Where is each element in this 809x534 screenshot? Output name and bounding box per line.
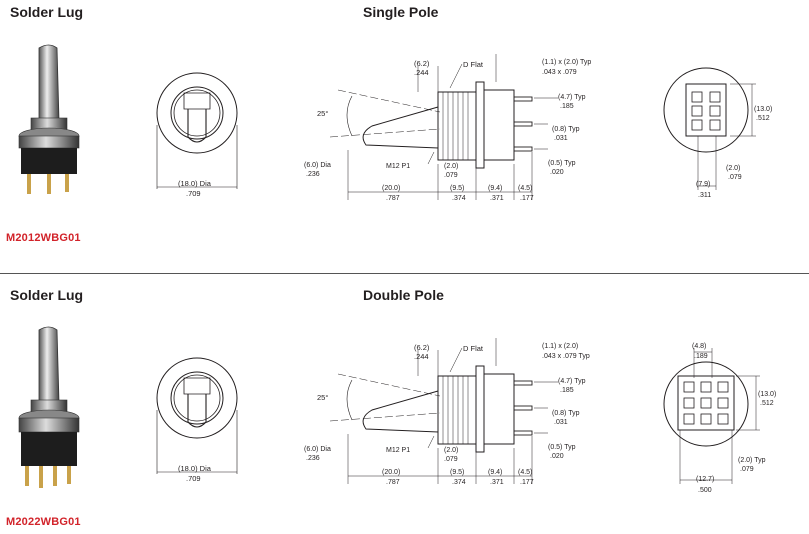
side-len200: (20.0) xyxy=(382,185,400,192)
rear-view-single-pole: (13.0) .512 (2.0) .079 (7.9) .311 xyxy=(663,67,772,199)
rear-w127-mm: (12.7) xyxy=(696,476,714,483)
side-d62: (6.2) xyxy=(414,343,430,352)
rear-top48-mm: (4.8) xyxy=(692,343,706,350)
side-len371: .371 xyxy=(490,479,504,486)
rear-h13-in: .512 xyxy=(756,115,770,122)
side-len45: (4.5) xyxy=(518,469,532,476)
section-2-label: Solder Lug xyxy=(10,287,84,303)
side-bushing-dia-mm: (6.0) Dia xyxy=(304,446,331,453)
side-len371: .371 xyxy=(490,195,504,202)
side-t020: .020 xyxy=(550,453,564,460)
side-term-in: .043 x .079 xyxy=(542,69,577,76)
rear-w79-in: .311 xyxy=(698,192,711,199)
rear-top48-in: .189 xyxy=(694,353,708,360)
rear-w20-in: .079 xyxy=(728,174,742,181)
section-1-title: Single Pole xyxy=(363,4,439,20)
rear-w79-mm: (7.9) xyxy=(696,181,710,188)
rear-h13-mm: (13.0) xyxy=(758,391,776,398)
side-len94: (9.4) xyxy=(488,469,502,476)
side-len374: .374 xyxy=(452,195,466,202)
side-term-mm: (1.1) x (2.0) Typ xyxy=(542,59,591,66)
side-len95: (9.5) xyxy=(450,185,464,192)
section-2-part-number: M2022WBG01 xyxy=(6,516,81,528)
side-t185: .185 xyxy=(560,387,574,394)
side-len94: (9.4) xyxy=(488,185,502,192)
side-len95: (9.5) xyxy=(450,469,464,476)
rear-h13-mm: (13.0) xyxy=(754,106,772,113)
section-divider xyxy=(0,273,809,274)
side-t031: .031 xyxy=(554,419,568,426)
side-len787: .787 xyxy=(386,479,400,486)
side-t185: .185 xyxy=(560,103,574,110)
side-t08: (0.8) Typ xyxy=(552,126,580,133)
rear-h13-in: .512 xyxy=(760,400,774,407)
section-1-label: Solder Lug xyxy=(10,4,84,20)
side-angle: 25° xyxy=(317,109,328,118)
section-1-part-number: M2012WBG01 xyxy=(6,232,81,244)
switch-photo-single-pole xyxy=(18,44,80,194)
side-d20a-mm: (2.0) xyxy=(444,447,458,454)
section-2-title: Double Pole xyxy=(363,287,444,303)
side-len177: .177 xyxy=(520,195,534,202)
rear-w20-in: .079 xyxy=(740,466,754,473)
side-term-mm: (1.1) x (2.0) xyxy=(542,343,578,350)
side-t031: .031 xyxy=(554,135,568,142)
side-term-in: .043 x .079 Typ xyxy=(542,353,590,360)
side-thread: M12 P1 xyxy=(386,163,410,170)
front-view-single-pole: (18.0) Dia .709 xyxy=(156,72,238,198)
side-len787: .787 xyxy=(386,195,400,202)
side-d20a-in: .079 xyxy=(444,456,458,463)
side-d20a-in: .079 xyxy=(444,172,458,179)
side-t47: (4.7) Typ xyxy=(558,378,586,385)
rear-view-double-pole: (4.8) .189 (13.0) .512 (2.0) Typ .079 (1… xyxy=(663,343,776,494)
side-len200: (20.0) xyxy=(382,469,400,476)
side-len45: (4.5) xyxy=(518,185,532,192)
side-t47: (4.7) Typ xyxy=(558,94,586,101)
side-dflat: D Flat xyxy=(463,60,484,69)
side-view-double-pole: 25° (6.2) .244 D Flat (1.1) x (2.0) .043… xyxy=(304,338,590,486)
side-dflat: D Flat xyxy=(463,344,484,353)
side-t08: (0.8) Typ xyxy=(552,410,580,417)
front-view-double-pole: (18.0) Dia .709 xyxy=(156,357,238,483)
side-bushing-dia-mm: (6.0) Dia xyxy=(304,162,331,169)
side-d20a-mm: (2.0) xyxy=(444,163,458,170)
rear-w127-in: .500 xyxy=(698,487,712,494)
side-thread: M12 P1 xyxy=(386,447,410,454)
side-len177: .177 xyxy=(520,479,534,486)
side-view-single-pole: 25° (6.2) .244 D Flat (1.1) x (2.0) Typ … xyxy=(304,54,591,202)
front-dia-in: .709 xyxy=(186,474,201,483)
front-dia-mm: (18.0) Dia xyxy=(178,179,212,188)
rear-w20-mm: (2.0) xyxy=(726,165,740,172)
side-len374: .374 xyxy=(452,479,466,486)
side-bushing-dia-in: .236 xyxy=(306,455,320,462)
side-d244: .244 xyxy=(414,68,429,77)
switch-photo-double-pole xyxy=(18,326,80,488)
side-t020: .020 xyxy=(550,169,564,176)
side-d62: (6.2) xyxy=(414,59,430,68)
side-t05: (0.5) Typ xyxy=(548,160,576,167)
side-angle: 25° xyxy=(317,393,328,402)
front-dia-mm: (18.0) Dia xyxy=(178,464,212,473)
side-bushing-dia-in: .236 xyxy=(306,171,320,178)
rear-w20-mm: (2.0) Typ xyxy=(738,457,766,464)
side-d244: .244 xyxy=(414,352,429,361)
front-dia-in: .709 xyxy=(186,189,201,198)
side-t05: (0.5) Typ xyxy=(548,444,576,451)
